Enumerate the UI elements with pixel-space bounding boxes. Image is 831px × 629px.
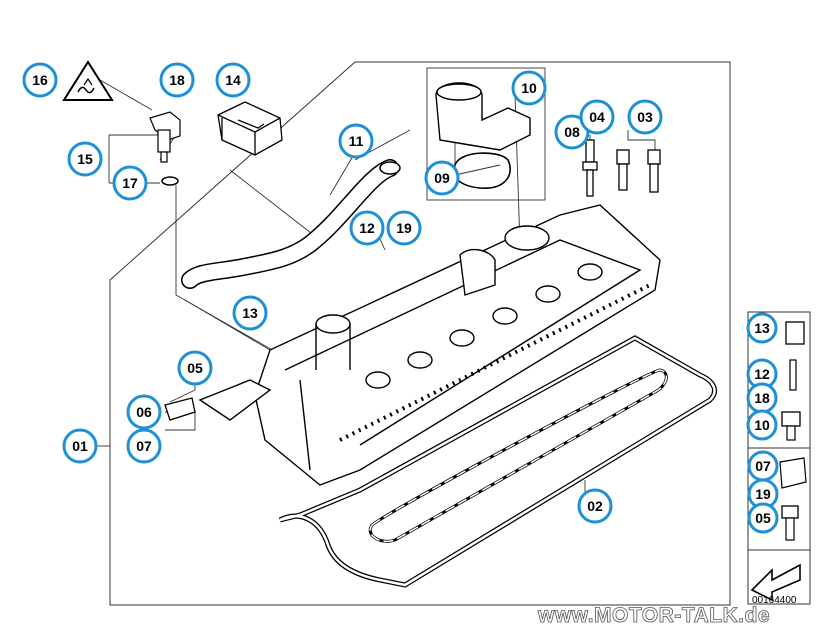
legend-callout-10: 10 [746, 409, 778, 441]
cylinder-head-cover [198, 204, 661, 486]
svg-text:13: 13 [242, 305, 258, 321]
svg-text:04: 04 [589, 109, 605, 125]
svg-text:02: 02 [587, 498, 603, 514]
svg-text:10: 10 [754, 417, 770, 433]
callout-12: 12 [349, 210, 385, 246]
legend-callout-07: 07 [747, 450, 779, 482]
svg-text:18: 18 [754, 390, 770, 406]
callout-06: 06 [126, 394, 162, 430]
svg-text:07: 07 [755, 458, 771, 474]
callout-07: 07 [126, 428, 162, 464]
diagram-id-code: 00164400 [752, 595, 797, 606]
svg-text:05: 05 [755, 510, 771, 526]
callout-13: 13 [232, 295, 268, 331]
legend-callout-13: 13 [746, 312, 778, 344]
svg-text:05: 05 [187, 360, 203, 376]
oil-cap-icon [217, 101, 283, 156]
bracket-icon [164, 397, 196, 421]
svg-text:11: 11 [349, 133, 364, 149]
svg-text:08: 08 [564, 124, 580, 140]
svg-text:12: 12 [359, 220, 375, 236]
callout-19: 19 [386, 210, 422, 246]
callout-17: 17 [112, 165, 148, 201]
svg-text:06: 06 [136, 404, 152, 420]
svg-text:16: 16 [32, 72, 48, 88]
svg-text:03: 03 [637, 109, 653, 125]
svg-text:15: 15 [77, 151, 93, 167]
legend-callout-19: 19 [747, 478, 779, 510]
svg-text:19: 19 [396, 220, 412, 236]
svg-text:19: 19 [755, 486, 771, 502]
callout-16: 16 [22, 62, 58, 98]
callout-05: 05 [177, 350, 213, 386]
svg-text:12: 12 [754, 366, 770, 382]
legend-callout-05: 05 [747, 502, 779, 534]
callout-10: 10 [511, 70, 547, 106]
legend-callout-18: 18 [746, 382, 778, 414]
svg-text:10: 10 [521, 80, 537, 96]
legend-box [747, 311, 811, 605]
oil-separator-inset [426, 67, 546, 201]
svg-text:07: 07 [136, 438, 152, 454]
callout-15: 15 [67, 141, 103, 177]
assembly-frame [109, 61, 731, 606]
callout-04: 04 [579, 99, 615, 135]
watermark: www.MOTOR-TALK.de [537, 604, 770, 627]
svg-text:13: 13 [754, 320, 770, 336]
svg-text:17: 17 [122, 175, 138, 191]
arrow-icon [750, 563, 801, 602]
gasket-icons [278, 335, 717, 588]
svg-text:01: 01 [72, 438, 88, 454]
callout-03: 03 [627, 99, 663, 135]
callout-18: 18 [159, 62, 195, 98]
callout-11: 11 [338, 123, 374, 159]
callout-14: 14 [215, 62, 251, 98]
callout-02: 02 [577, 488, 613, 524]
callout-group: 16 18 14 15 17 11 12 19 13 10 08 04 03 0… [22, 62, 779, 534]
svg-text:14: 14 [225, 72, 241, 88]
callout-01: 01 [62, 428, 98, 464]
vent-hose-icon [181, 159, 401, 289]
svg-text:18: 18 [169, 72, 185, 88]
bolt-icons [582, 139, 661, 197]
o-ring-icon [161, 176, 179, 186]
sensor-icon [149, 111, 181, 163]
callout-09: 09 [424, 160, 460, 196]
warning-plate-icon [62, 60, 114, 101]
svg-text:09: 09 [434, 170, 450, 186]
